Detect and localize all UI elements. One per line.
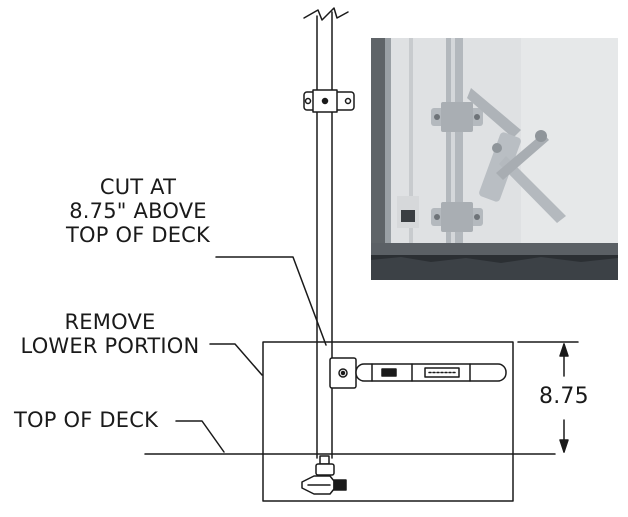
top-of-deck-label: TOP OF DECK — [14, 408, 159, 432]
upper-keeper-bracket — [303, 89, 355, 113]
remove-portion-box — [262, 341, 514, 502]
cut-at-label: CUT AT 8.75" ABOVE TOP OF DECK — [65, 175, 211, 247]
cut-leader — [215, 256, 327, 346]
break-symbol — [303, 7, 349, 21]
lower-bearing — [301, 455, 347, 495]
door-lock-photo — [371, 38, 618, 280]
remove-leader — [209, 343, 263, 376]
dimension-8-75 — [517, 341, 579, 453]
remove-lower-portion-label: REMOVE LOWER PORTION — [20, 310, 200, 358]
dimension-value: 8.75 — [539, 384, 589, 409]
handle-assembly — [329, 357, 507, 389]
deck-leader — [175, 420, 225, 453]
